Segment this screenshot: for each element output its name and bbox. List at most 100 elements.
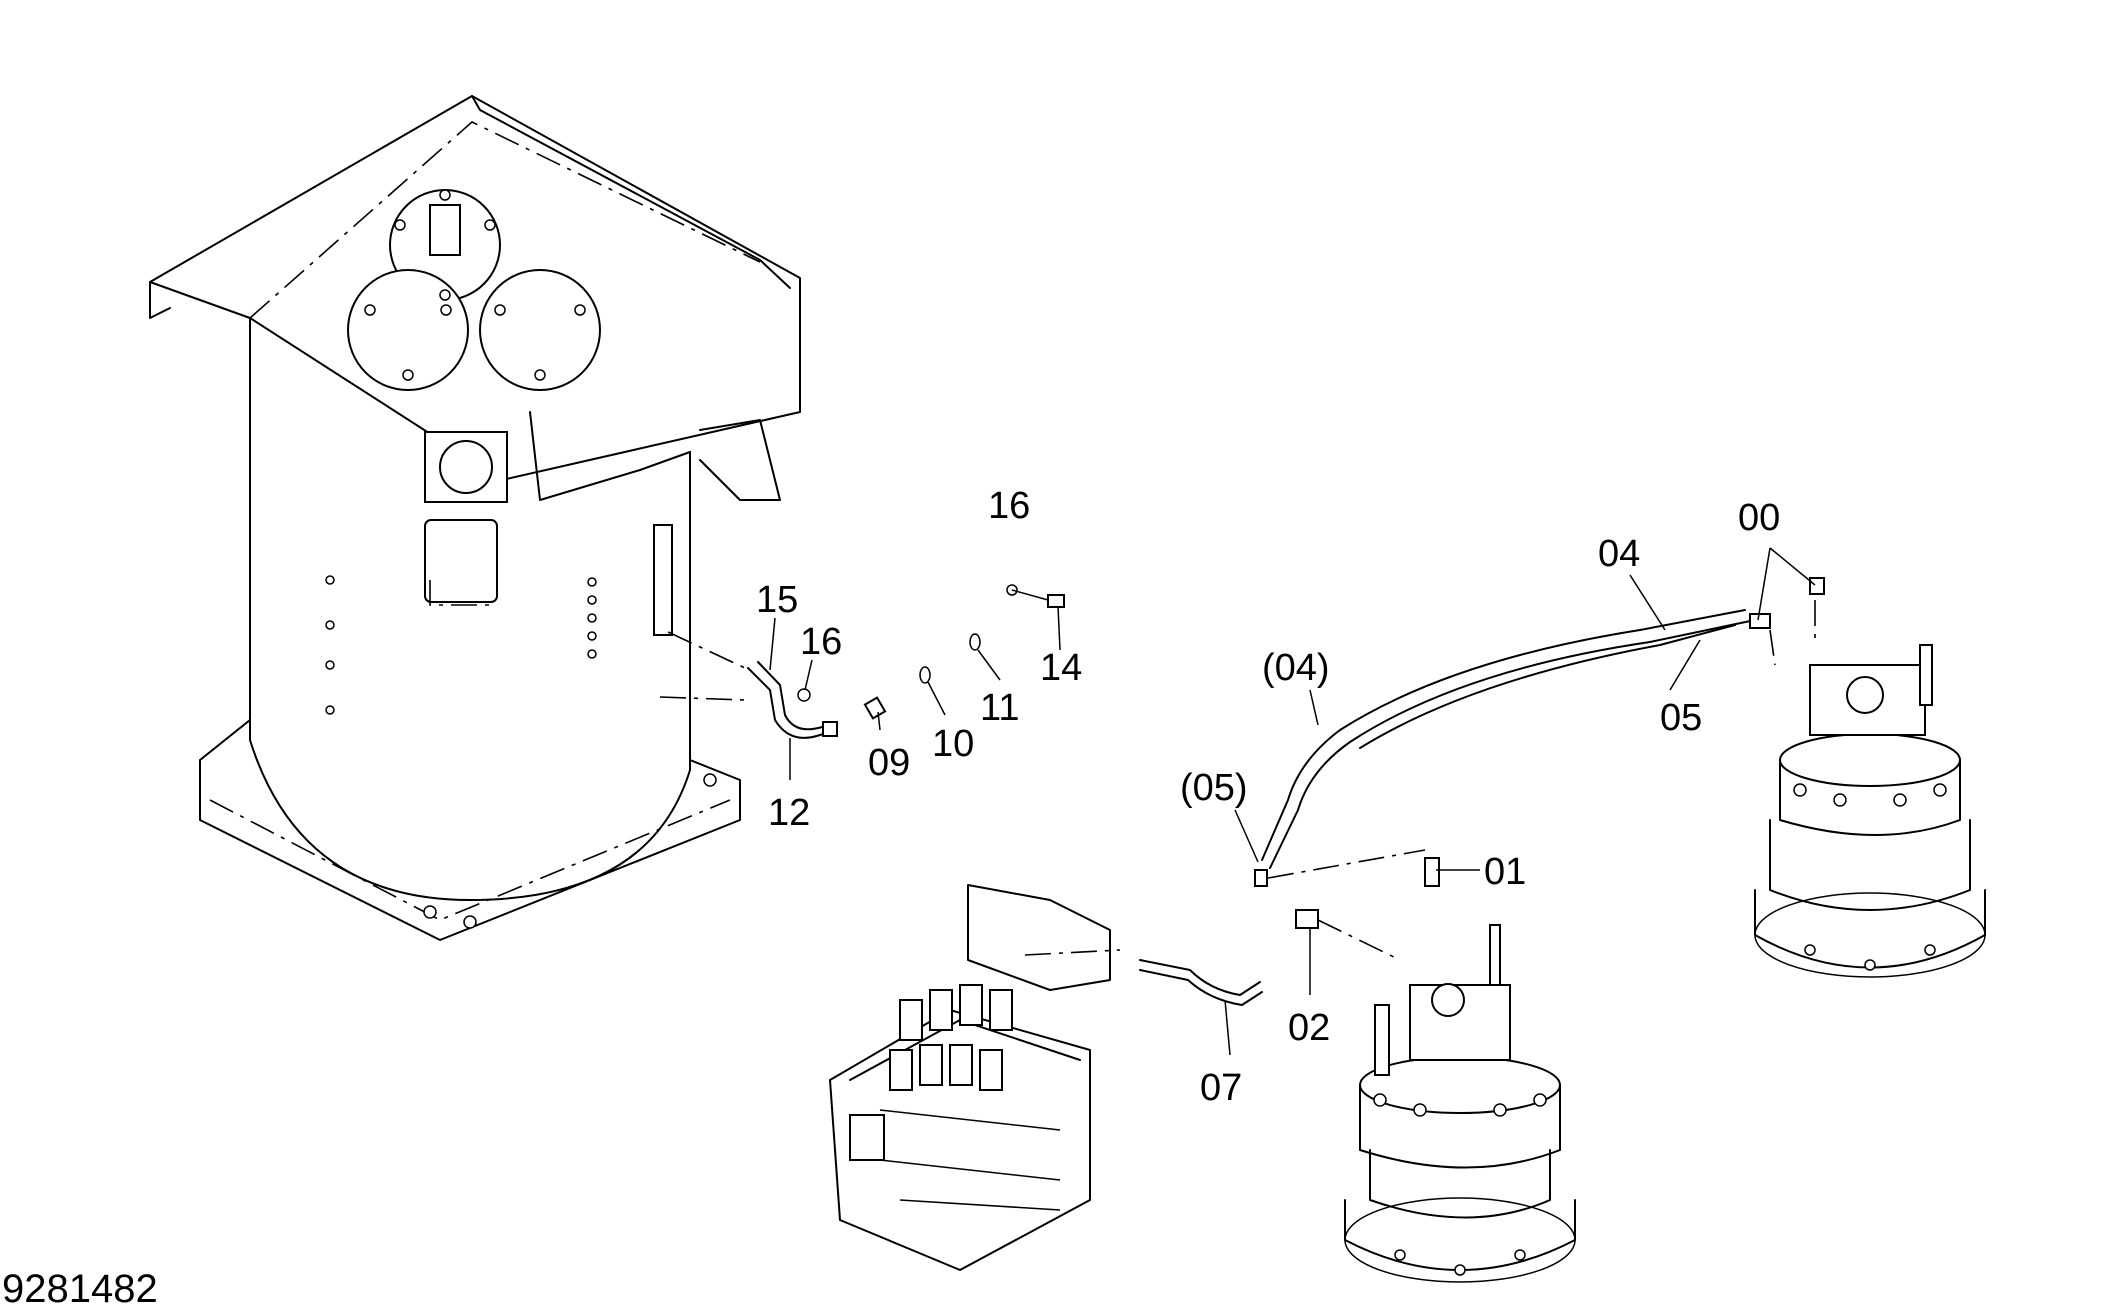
valve-end-cap: [849, 1114, 885, 1161]
leader-14: [1057, 605, 1061, 651]
cover-bolt: [394, 219, 406, 231]
tank-base-plate: [199, 719, 741, 941]
body-hole: [325, 660, 335, 670]
motor-bolt: [1514, 1249, 1526, 1261]
filter-cover-left: [347, 269, 469, 391]
leader-07: [1224, 999, 1231, 1056]
callout-00: 00: [1738, 497, 1780, 539]
body-hole: [325, 705, 335, 715]
assembly-line: [1267, 849, 1426, 879]
oring-11: [969, 633, 981, 651]
hose-05: [1359, 624, 1736, 749]
motor-center-rod: [1374, 1004, 1390, 1076]
callout-15: 15: [756, 579, 798, 621]
motor-center-mid-body: [1369, 1149, 1551, 1219]
hose-fitting: [822, 721, 838, 737]
leader-11: [977, 649, 1001, 681]
tank-hose-12: [747, 667, 836, 739]
motor-bolt: [1533, 1093, 1547, 1107]
tank-side-strip: [653, 524, 673, 636]
valve-spool: [929, 989, 953, 1031]
leader-05p: [1234, 809, 1259, 863]
leader-04: [1629, 574, 1666, 631]
motor-center-port: [1431, 983, 1465, 1017]
swing-motor-right: [1754, 644, 1986, 978]
tank-top-hidden-edge: [249, 121, 761, 319]
motor-bolt: [1924, 944, 1936, 956]
fitting-00-a: [1809, 577, 1825, 595]
valve-section-lines: [879, 1109, 1061, 1211]
motor-right-port: [1846, 676, 1884, 714]
assembly-lines: [659, 600, 1816, 961]
cover-bolt: [402, 369, 414, 381]
body-hole: [325, 575, 335, 585]
valve-spool: [949, 1044, 973, 1086]
callout-05-ref: (05): [1180, 767, 1248, 809]
motor-center-valve-block: [1409, 984, 1511, 1061]
bolt-16-shaft: [1011, 589, 1049, 601]
valve-spool: [979, 1049, 1003, 1091]
valve-spool: [989, 989, 1013, 1031]
motor-bolt: [1793, 783, 1807, 797]
leader-00: [1757, 547, 1816, 621]
base-bolt: [463, 915, 477, 929]
body-hole: [587, 577, 597, 587]
motor-bolt: [1394, 1249, 1406, 1261]
body-hole: [587, 631, 597, 641]
hose-04-edge: [1269, 619, 1756, 869]
tank-hose-12-edge: [757, 661, 836, 731]
tank-body-bottom: [249, 739, 691, 901]
assembly-line: [1769, 629, 1776, 666]
motor-center-upper-body: [1359, 1084, 1561, 1169]
motor-bolt: [1933, 783, 1947, 797]
callout-11: 11: [980, 687, 1019, 729]
fitting-00-b: [1749, 613, 1771, 629]
callout-01: 01: [1484, 851, 1526, 893]
callout-07: 07: [1200, 1067, 1242, 1109]
callout-labels: 00 01 02 04 (04) 05 (05) 07 09 10 11 12 …: [756, 485, 1780, 1109]
valve-spool: [889, 1049, 913, 1091]
cover-bolt: [484, 219, 496, 231]
motor-bolt: [1454, 1264, 1466, 1276]
leader-04p: [1309, 689, 1319, 726]
callout-12: 12: [768, 792, 810, 834]
tank-base-hidden: [209, 799, 731, 921]
cover-bolt: [439, 289, 451, 301]
motor-center-base-ring: [1344, 1197, 1576, 1283]
body-hole: [587, 595, 597, 605]
callout-16-lower: 16: [800, 621, 842, 663]
leader-09: [877, 711, 881, 731]
motor-bolt: [1804, 944, 1816, 956]
valve-spool: [899, 999, 923, 1041]
clamp-14: [1047, 594, 1065, 608]
fitting-05-center: [1254, 869, 1268, 887]
motor-right-top-flange: [1779, 733, 1961, 787]
valve-top-bracket: [967, 884, 1111, 991]
body-hole: [587, 649, 597, 659]
control-valve: [829, 884, 1111, 1271]
leader-15: [769, 617, 776, 671]
tank-bracket-right: [699, 419, 781, 501]
motor-right-stud: [1919, 644, 1933, 706]
callout-10: 10: [932, 723, 974, 765]
oring-10: [919, 666, 931, 684]
tank-port-upper-ring: [439, 440, 493, 494]
callout-02: 02: [1288, 1007, 1330, 1049]
body-hole: [325, 620, 335, 630]
fitting-09: [863, 696, 887, 720]
motor-bolt: [1893, 793, 1907, 807]
cover-bolt: [574, 304, 586, 316]
motor-bolt: [1833, 793, 1847, 807]
tank-top-edge: [471, 95, 791, 289]
assembly-line: [1024, 949, 1121, 956]
leader-lines: [769, 547, 1816, 1056]
motor-bolt: [1413, 1103, 1427, 1117]
base-bolt: [423, 905, 437, 919]
valve-spool: [919, 1044, 943, 1086]
tank-port-lower-hidden: [429, 580, 490, 606]
callout-04-ref: (04): [1262, 647, 1330, 689]
tank-port-lower: [424, 519, 498, 603]
leader-05: [1669, 639, 1701, 691]
motor-right-upper-body: [1779, 759, 1961, 836]
